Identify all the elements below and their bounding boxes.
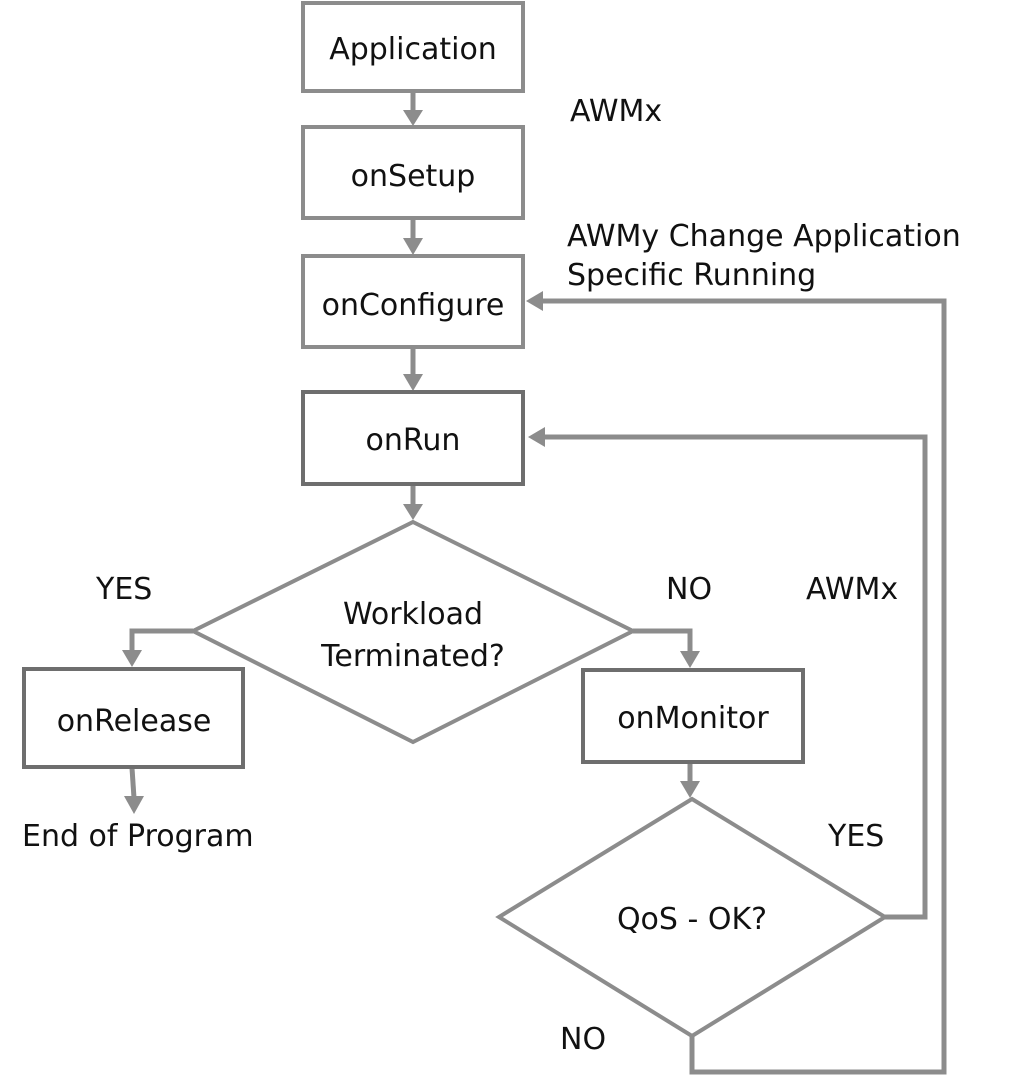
arrowhead-release	[122, 650, 142, 667]
arrowhead-monitor	[680, 651, 700, 668]
node-application-label: Application	[329, 32, 497, 67]
node-on-monitor: onMonitor	[581, 668, 805, 764]
node-application: Application	[301, 1, 525, 93]
label-yes-qos: YES	[827, 819, 884, 854]
node-workload-terminated-diamond	[188, 519, 638, 745]
node-on-configure: onConfigure	[301, 254, 525, 349]
node-on-run: onRun	[301, 390, 525, 486]
node-workload-terminated-line2: Terminated?	[320, 639, 505, 674]
label-yes-terminated: YES	[95, 572, 152, 607]
arrowhead-loop-configure	[526, 291, 543, 311]
nodes: Application onSetup onConfigure onRun Wo…	[22, 1, 889, 1039]
connector-qos-yes-loop	[543, 434, 928, 920]
connector-qos-no-loop	[541, 298, 947, 1075]
node-on-release: onRelease	[22, 667, 245, 769]
label-no-terminated: NO	[666, 572, 712, 607]
connector-release-end	[129, 767, 137, 799]
label-end-of-program: End of Program	[22, 819, 254, 854]
arrowhead-qos	[680, 781, 700, 798]
label-awmx-top: AWMx	[570, 94, 662, 129]
node-on-release-label: onRelease	[57, 704, 212, 739]
node-on-configure-box	[301, 254, 525, 349]
connectors	[122, 92, 947, 1075]
node-application-box	[301, 1, 525, 93]
arrowhead-loop-run	[528, 427, 545, 447]
node-on-setup-box	[301, 125, 525, 220]
label-awmx-loop: AWMx	[806, 572, 898, 607]
node-on-run-label: onRun	[366, 423, 461, 458]
connector-terminated-no	[633, 628, 693, 653]
arrowhead-run	[403, 374, 423, 391]
node-workload-terminated-line1: Workload	[343, 597, 483, 632]
node-on-setup: onSetup	[301, 125, 525, 220]
label-no-qos: NO	[560, 1022, 606, 1057]
node-qos-ok-label: QoS - OK?	[617, 902, 767, 937]
node-on-release-box	[22, 667, 245, 769]
labels: AWMx AWMy Change Application Specific Ru…	[22, 94, 961, 1057]
label-awmy-line1: AWMy Change Application	[567, 219, 961, 254]
label-awmy-line2: Specific Running	[567, 258, 816, 293]
node-on-monitor-label: onMonitor	[617, 701, 769, 736]
arrowhead-decision	[403, 504, 423, 520]
arrowhead-setup	[403, 110, 423, 126]
node-qos-ok-diamond	[495, 796, 889, 1039]
node-workload-terminated: Workload Terminated?	[188, 519, 638, 745]
node-on-run-box	[301, 390, 525, 486]
arrowhead-configure	[403, 238, 423, 255]
arrowhead-end	[124, 796, 144, 814]
node-on-setup-label: onSetup	[351, 159, 476, 194]
node-qos-ok: QoS - OK?	[495, 796, 889, 1039]
connector-terminated-yes	[129, 628, 193, 652]
node-on-monitor-box	[581, 668, 805, 764]
node-on-configure-label: onConfigure	[322, 288, 505, 323]
